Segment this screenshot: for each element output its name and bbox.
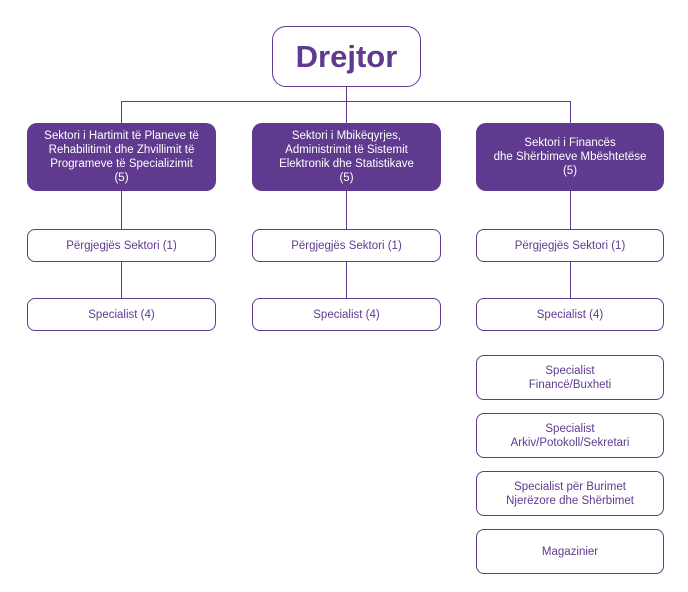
sector-3-head-box: Përgjegjës Sektori (1): [476, 229, 664, 262]
role-hr-line-1: Specialist për Burimet: [514, 480, 626, 493]
sector-2-name-line-1: Sektori i Mbikëqyrjes,: [291, 130, 402, 142]
role-storekeeper-label: Magazinier: [541, 545, 599, 558]
connector-horizontal-bar: [121, 101, 570, 102]
connector-sector-2-up: [346, 101, 347, 123]
role-finance-line-2: Financë/Buxheti: [528, 378, 612, 391]
connector-sector-1-up: [121, 101, 122, 123]
connector-sector-2-head: [346, 191, 347, 229]
role-box-finance-budget: Specialist Financë/Buxheti: [476, 355, 664, 400]
sector-1-name-line-1: Sektori i Hartimit të Planeve të: [44, 130, 199, 142]
sector-box-2: Sektori i Mbikëqyrjes, Administrimit të …: [252, 123, 441, 191]
role-hr-line-2: Njerëzore dhe Shërbimet: [506, 494, 634, 507]
sector-3-specialist-label: Specialist (4): [536, 308, 604, 321]
sector-2-name-line-3: Elektronik dhe Statistikave: [279, 158, 414, 170]
role-box-storekeeper: Magazinier: [476, 529, 664, 574]
role-archive-line-2: Arkiv/Potokoll/Sekretari: [510, 436, 630, 449]
sector-1-name-line-3: Programeve të Specializimit: [50, 158, 193, 170]
sector-box-1: Sektori i Hartimit të Planeve të Rehabil…: [27, 123, 216, 191]
sector-2-head-label: Përgjegjës Sektori (1): [291, 239, 402, 252]
director-label: Drejtor: [295, 38, 398, 74]
sector-3-count: (5): [562, 165, 578, 177]
sector-box-3: Sektori i Financës dhe Shërbimeve Mbësht…: [476, 123, 664, 191]
role-box-human-resources: Specialist për Burimet Njerëzore dhe Shë…: [476, 471, 664, 516]
sector-3-name-line-1: Sektori i Financës: [524, 137, 616, 149]
connector-head-2-specialist: [346, 262, 347, 298]
sector-1-specialist-label: Specialist (4): [88, 308, 155, 321]
role-archive-line-1: Specialist: [545, 422, 595, 435]
connector-director-down: [346, 87, 347, 101]
sector-2-head-box: Përgjegjës Sektori (1): [252, 229, 441, 262]
sector-3-specialist-box: Specialist (4): [476, 298, 664, 331]
connector-head-3-specialist: [570, 262, 571, 298]
connector-sector-3-up: [570, 101, 571, 123]
sector-1-name-line-2: Rehabilitimit dhe Zhvillimit të: [48, 144, 195, 156]
sector-2-specialist-box: Specialist (4): [252, 298, 441, 331]
sector-2-specialist-label: Specialist (4): [313, 308, 380, 321]
director-box: Drejtor: [272, 26, 421, 87]
sector-1-count: (5): [114, 172, 129, 184]
sector-1-specialist-box: Specialist (4): [27, 298, 216, 331]
connector-sector-1-head: [121, 191, 122, 229]
sector-1-head-box: Përgjegjës Sektori (1): [27, 229, 216, 262]
role-box-archive-protocol: Specialist Arkiv/Potokoll/Sekretari: [476, 413, 664, 458]
connector-head-1-specialist: [121, 262, 122, 298]
sector-3-head-label: Përgjegjës Sektori (1): [514, 239, 626, 252]
sector-2-count: (5): [339, 172, 354, 184]
sector-3-name-line-2: dhe Shërbimeve Mbështetëse: [493, 151, 647, 163]
connector-sector-3-head: [570, 191, 571, 229]
role-finance-line-1: Specialist: [545, 364, 595, 377]
sector-2-name-line-2: Administrimit të Sistemit: [285, 144, 408, 156]
sector-1-head-label: Përgjegjës Sektori (1): [66, 239, 177, 252]
